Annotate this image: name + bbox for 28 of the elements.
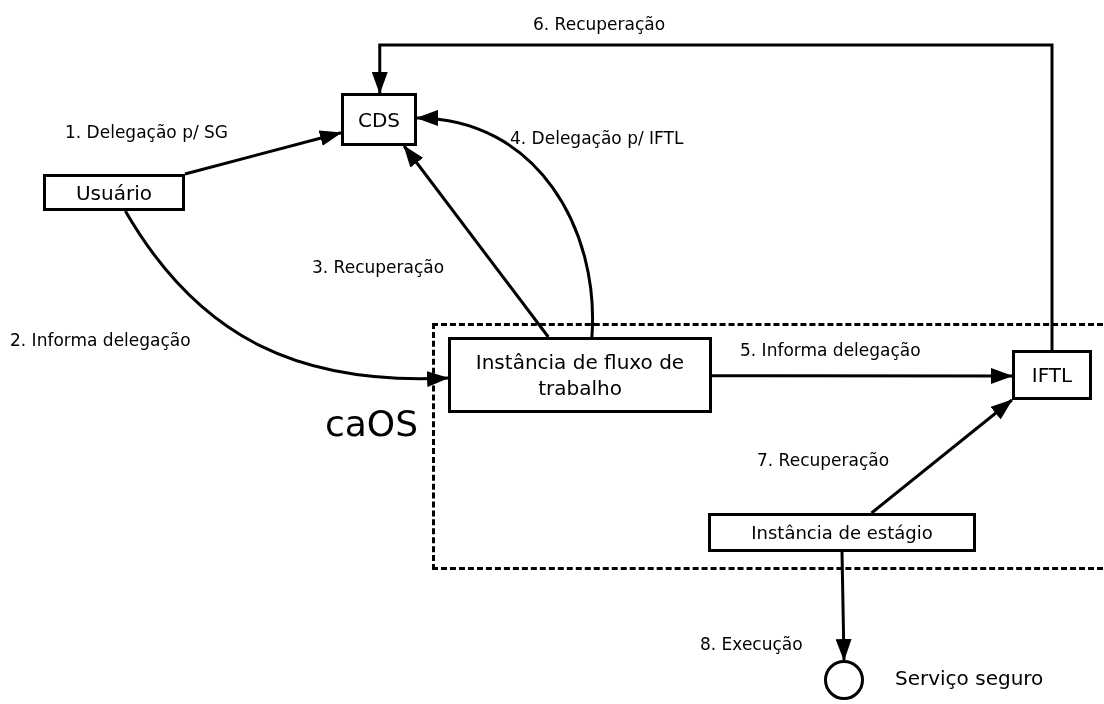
edge-label: 1. Delegação p/ SG (65, 121, 229, 144)
edge-label: 3. Recuperação (312, 256, 445, 279)
edge-label: 5. Informa delegação (740, 339, 921, 362)
node-label: CDS (356, 106, 402, 134)
process-box (448, 337, 712, 413)
process-box (43, 174, 185, 211)
arrow (835, 551, 852, 661)
edge-label: 2. Informa delegação (10, 329, 191, 352)
node-caption: Serviço seguro (895, 665, 1044, 692)
arrow (402, 145, 550, 338)
process-box (708, 513, 976, 552)
arrow (712, 368, 1013, 384)
node-label: IFTL (1030, 362, 1074, 389)
arrow (184, 130, 342, 176)
node-label: Instância de fluxo de trabalho (474, 349, 686, 401)
edge-label: 4. Delegação p/ IFTL (510, 127, 684, 150)
arrow (124, 210, 449, 387)
edge-label: 6. Recuperação (533, 13, 666, 36)
region-label: caOS (325, 406, 419, 442)
arrow (416, 111, 594, 338)
arrow (371, 43, 1054, 350)
process-box (341, 93, 417, 146)
node-label: Usuário (75, 179, 153, 207)
edge-label: 7. Recuperação (757, 449, 890, 472)
node-label: Instância de estágio (750, 521, 934, 545)
process-box (1012, 350, 1092, 400)
arrow (870, 398, 1013, 515)
edge-label: 8. Execução (700, 633, 803, 656)
